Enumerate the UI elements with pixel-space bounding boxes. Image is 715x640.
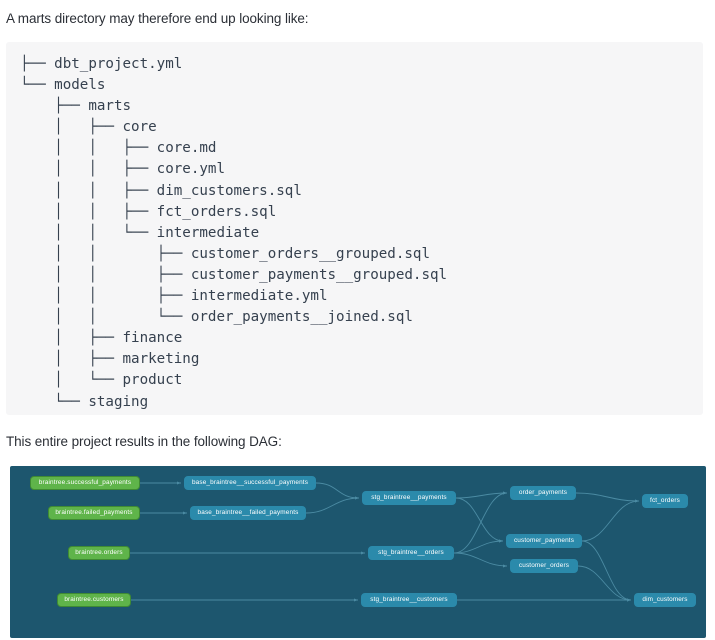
dag-node-customer_payments[interactable]: customer_payments (506, 534, 582, 548)
dag-node-braintree_orders[interactable]: braintree.orders (68, 546, 130, 560)
directory-tree-code-block: ├── dbt_project.yml └── models ├── marts… (6, 42, 703, 415)
dag-node-braintree_customers[interactable]: braintree.customers (57, 593, 131, 607)
dag-edge-order_payments-to-fct_orders (575, 492, 640, 503)
dag-edge-layer (130, 481, 640, 602)
dag-node-base_braintree__failed_payments[interactable]: base_braintree__failed_payments (190, 506, 306, 520)
dag-edge-stg_braintree__orders-to-customer_payments (453, 539, 504, 554)
dag-edge-stg_braintree__payments-to-customer_payments (455, 497, 504, 543)
dag-node-stg_braintree__orders[interactable]: stg_braintree__orders (368, 546, 454, 560)
dag-edge-stg_braintree__orders-to-customer_orders (453, 552, 508, 568)
dag-caption: This entire project results in the follo… (6, 434, 282, 449)
dag-edge-stg_braintree__orders-to-order_payments (453, 491, 508, 554)
dag-edge-customer_payments-to-dim_customers (581, 540, 632, 602)
dag-edge-customer_payments-to-fct_orders (581, 499, 640, 542)
dag-edge-base_braintree__successful_payments-to-stg_braintree__payments (315, 482, 360, 500)
dag-node-braintree_successful_payments[interactable]: braintree.successful_payments (30, 476, 140, 490)
dag-node-fct_orders[interactable]: fct_orders (642, 494, 688, 508)
dag-node-stg_braintree__payments[interactable]: stg_braintree__payments (362, 491, 456, 505)
dag-diagram[interactable]: braintree.successful_payments braintree.f… (10, 466, 706, 638)
directory-tree-text: ├── dbt_project.yml └── models ├── marts… (20, 56, 448, 410)
dag-node-base_braintree__successful_payments[interactable]: base_braintree__successful_payments (184, 476, 316, 490)
dag-edge-customer_orders-to-dim_customers (577, 565, 632, 602)
dag-node-dim_customers[interactable]: dim_customers (634, 593, 696, 607)
intro-paragraph: A marts directory may therefore end up l… (6, 11, 309, 26)
dag-edge-base_braintree__failed_payments-to-stg_braintree__payments (305, 496, 360, 514)
dag-edge-stg_braintree__payments-to-order_payments (455, 491, 508, 499)
dag-node-order_payments[interactable]: order_payments (510, 486, 576, 500)
dag-node-braintree_failed_payments[interactable]: braintree.failed_payments (48, 506, 140, 520)
dag-node-customer_orders[interactable]: customer_orders (510, 559, 578, 573)
dag-node-stg_braintree__customers[interactable]: stg_braintree__customers (361, 593, 457, 607)
